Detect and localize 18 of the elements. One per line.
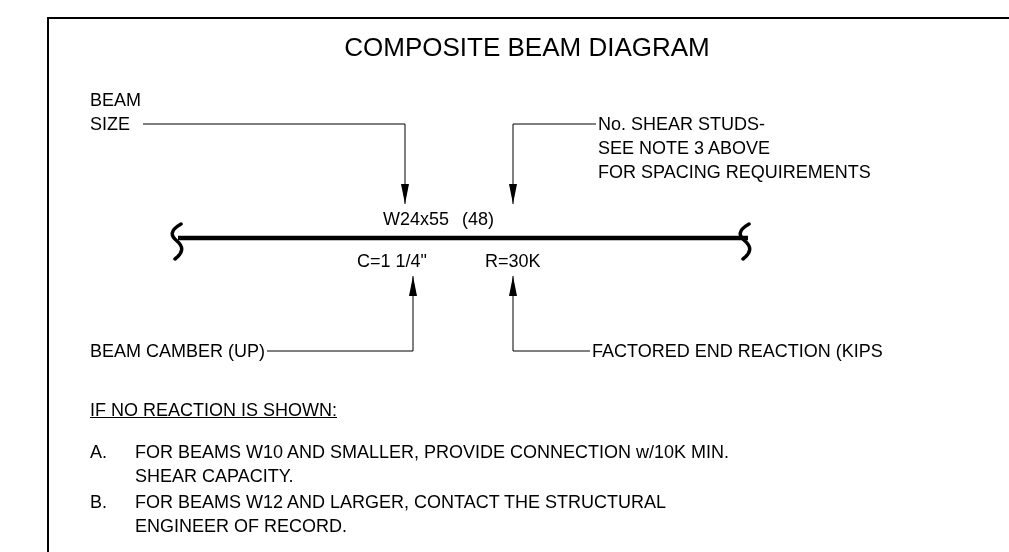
note-text: FOR BEAMS W10 AND SMALLER, PROVIDE CONNECTION w/10K MIN. SHEAR CAPACITY. xyxy=(135,441,730,488)
leader-line xyxy=(509,275,591,352)
leader-line xyxy=(509,123,597,205)
leader-line xyxy=(142,123,409,205)
diagram-title: COMPOSITE BEAM DIAGRAM xyxy=(344,32,710,62)
callout-text: W24x55 xyxy=(383,207,450,231)
callout-text: No. SHEAR STUDS- SEE NOTE 3 ABOVE FOR SPACING REQUIREMENTS xyxy=(598,112,871,184)
leader-line xyxy=(266,275,417,352)
callout-text: BEAM SIZE xyxy=(90,88,141,136)
callout-text: R=30K xyxy=(485,249,541,273)
callout-text: FACTORED END REACTION (KIPS xyxy=(592,339,883,363)
callout-text: BEAM CAMBER (UP) xyxy=(90,339,266,363)
callout-text: (48) xyxy=(462,207,494,231)
note-heading: IF NO REACTION IS SHOWN: xyxy=(90,399,337,422)
list-marker: A. xyxy=(90,441,107,464)
list-marker: B. xyxy=(90,491,107,514)
note-text: FOR BEAMS W12 AND LARGER, CONTACT THE STRUCTURAL ENGINEER OF RECORD. xyxy=(135,491,667,538)
callout-text: C=1 1/4" xyxy=(357,249,427,273)
